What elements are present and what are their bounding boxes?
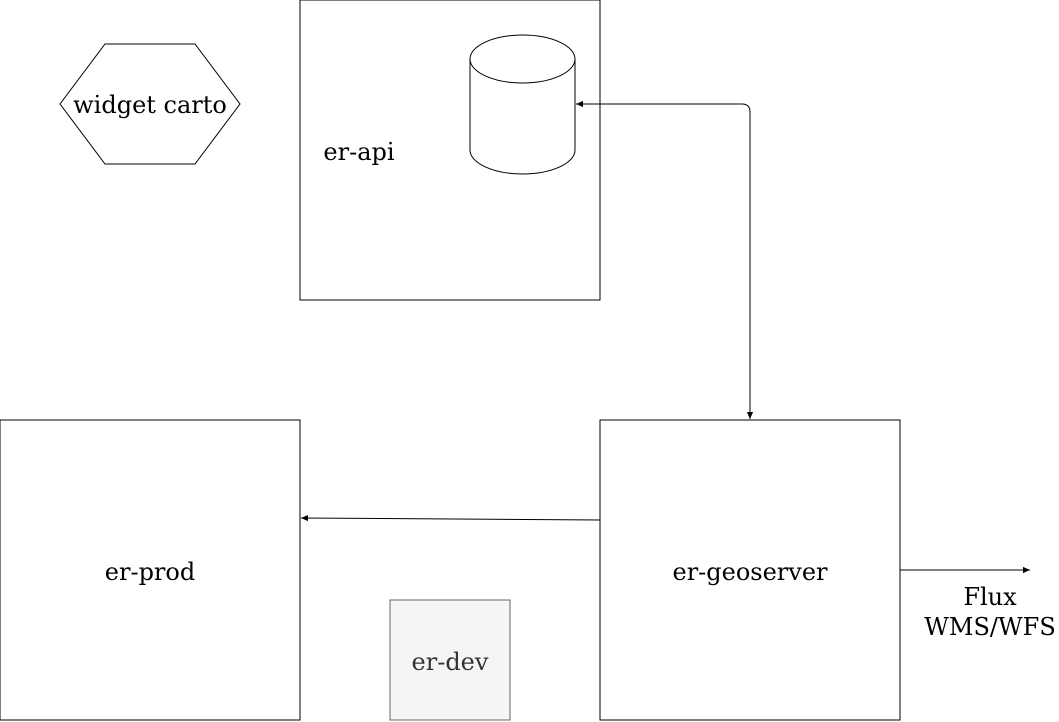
flux-label-line1: Flux xyxy=(963,583,1017,611)
er-prod-node[interactable]: er-prod xyxy=(0,419,301,721)
widget-carto-hexagon xyxy=(59,43,241,165)
widget-carto-label: widget carto xyxy=(73,91,227,119)
flux-label: Flux WMS/WFS xyxy=(924,583,1056,641)
er-dev-box xyxy=(389,599,511,721)
er-dev-label: er-dev xyxy=(412,648,489,676)
er-geoserver-box xyxy=(599,419,901,721)
widget-carto-node[interactable]: widget carto xyxy=(59,43,241,165)
er-prod-box xyxy=(0,419,301,721)
er-prod-label: er-prod xyxy=(105,558,195,586)
er-geoserver-label: er-geoserver xyxy=(672,558,828,586)
geoserver-prod-edge[interactable] xyxy=(300,514,601,522)
database-geoserver-edge[interactable] xyxy=(576,100,754,419)
er-geoserver-node[interactable]: er-geoserver xyxy=(599,419,901,721)
database-icon xyxy=(469,34,576,175)
er-dev-node[interactable]: er-dev xyxy=(389,599,511,721)
er-api-label: er-api xyxy=(323,138,394,166)
flux-label-line2: WMS/WFS xyxy=(924,613,1056,641)
er-api-node[interactable]: er-api xyxy=(299,0,601,301)
